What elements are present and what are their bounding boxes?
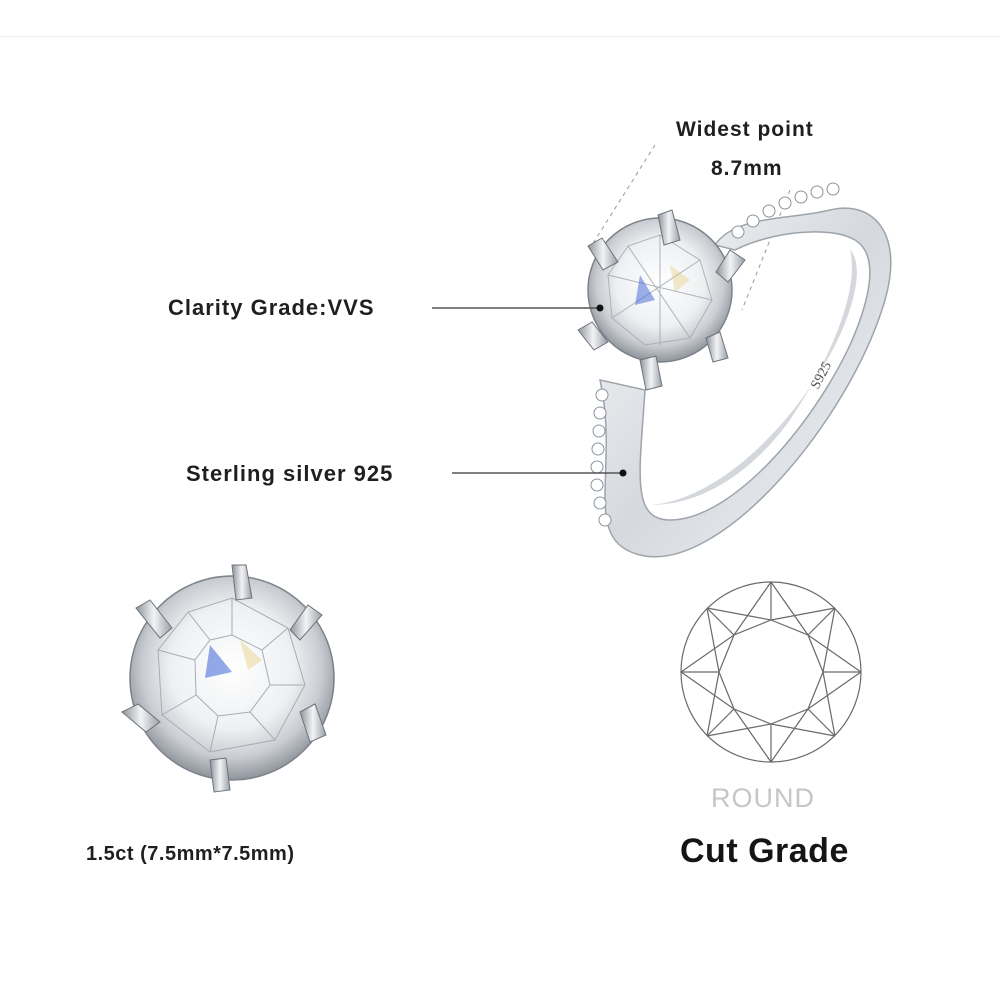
top-divider (0, 36, 1000, 37)
clarity-grade-label: Clarity Grade:VVS (168, 295, 375, 320)
leader-lines (432, 307, 622, 474)
silver-pointer-dot (619, 469, 627, 477)
carat-size-label: 1.5ct (7.5mm*7.5mm) (86, 843, 295, 865)
ring-illustration: S925 (577, 182, 892, 558)
material-label: Sterling silver 925 (186, 461, 394, 486)
widest-point-guides (591, 144, 791, 311)
closeup-prongs (121, 564, 327, 793)
stone-closeup (121, 564, 335, 793)
widest-point-title: Widest point (676, 118, 814, 141)
cut-shape-label: ROUND (711, 783, 815, 813)
round-cut-diagram (680, 581, 862, 763)
widest-point-value: 8.7mm (711, 157, 783, 180)
ring-prongs (577, 209, 746, 391)
clarity-pointer-dot (596, 304, 604, 312)
ring-band (599, 207, 892, 558)
cut-grade-title: Cut Grade (680, 832, 849, 870)
pave-stones-lower (590, 388, 612, 527)
pave-stones-upper (731, 182, 840, 239)
